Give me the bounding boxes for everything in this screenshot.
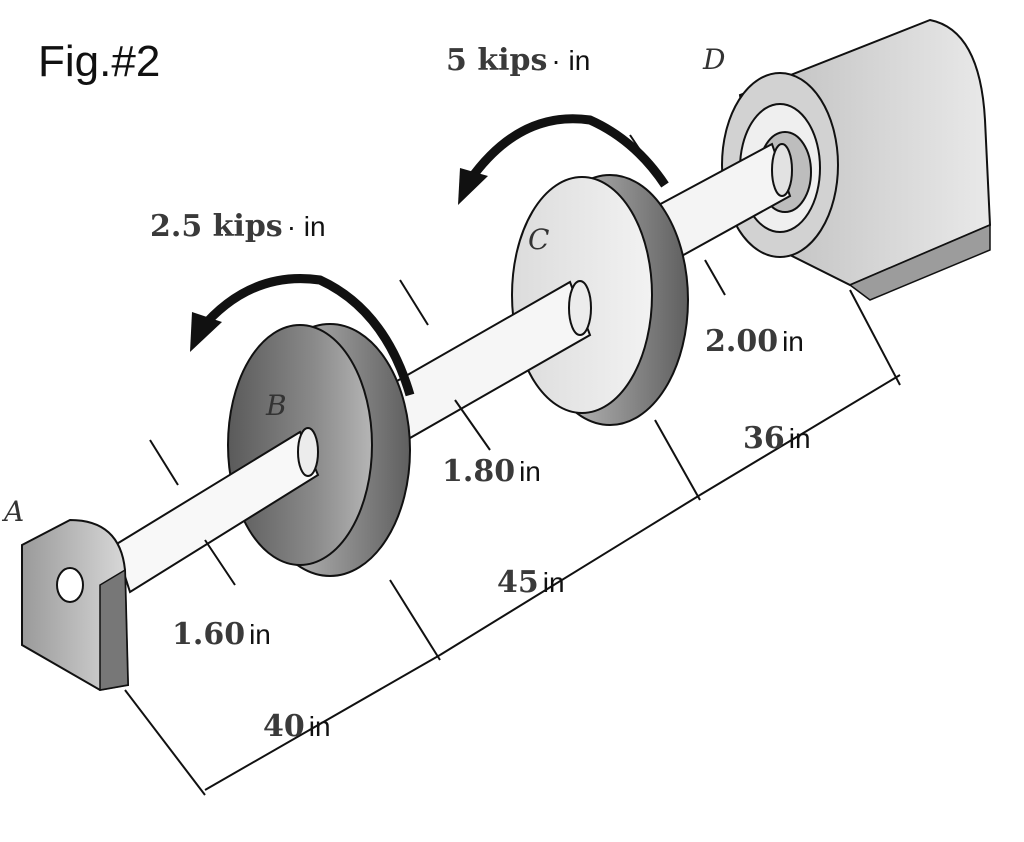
bracket-a	[21, 518, 130, 692]
point-label-c: C	[528, 223, 550, 256]
length-label-ab: 40 in	[263, 712, 331, 742]
diameter-value-ab: 1.60	[172, 617, 246, 652]
length-value-ab: 40	[263, 709, 305, 744]
length-unit-ab: in	[308, 711, 331, 742]
length-value-bc: 45	[497, 565, 539, 600]
point-label-a: A	[4, 495, 25, 528]
diameter-value-bc: 1.80	[442, 454, 516, 489]
torque-arrow-c	[458, 114, 669, 205]
torque-label-b: 2.5 kips · in	[150, 212, 326, 242]
point-label-d: D	[703, 43, 726, 76]
diameter-unit-bc: in	[519, 456, 541, 487]
diameter-label-cd: 2.00 in	[705, 327, 804, 357]
torque-arrow-b	[190, 274, 415, 397]
length-label-cd: 36 in	[743, 424, 811, 454]
torque-label-c: 5 kips · in	[446, 46, 590, 76]
torque-value-b: 2.5 kips	[150, 209, 283, 244]
torque-unit-c: · in	[551, 45, 591, 76]
torque-value-c: 5 kips	[446, 43, 548, 78]
length-unit-bc: in	[542, 567, 565, 598]
length-label-bc: 45 in	[497, 568, 565, 598]
diameter-label-bc: 1.80 in	[442, 457, 541, 487]
length-value-cd: 36	[743, 421, 785, 456]
diameter-unit-ab: in	[249, 619, 271, 650]
point-label-b: B	[266, 389, 287, 422]
diameter-unit-cd: in	[782, 326, 804, 357]
figure-label: Fig.#2	[38, 37, 161, 86]
dimension-lines	[124, 134, 901, 796]
length-unit-cd: in	[788, 423, 811, 454]
disk-b	[227, 323, 411, 577]
torque-unit-b: · in	[286, 211, 326, 242]
diameter-value-cd: 2.00	[705, 324, 779, 359]
diameter-label-ab: 1.60 in	[172, 620, 271, 650]
